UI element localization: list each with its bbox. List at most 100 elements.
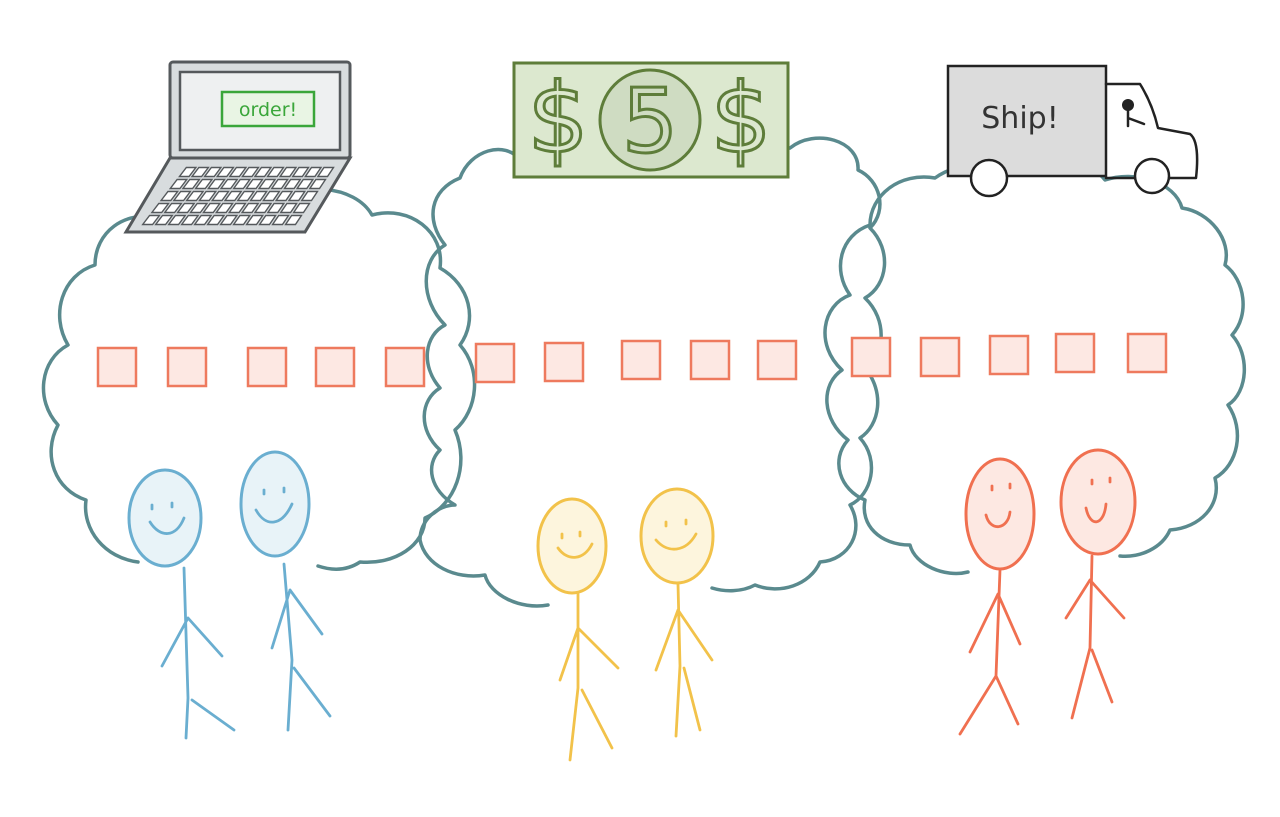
person <box>639 487 715 738</box>
keyboard-key <box>181 178 201 190</box>
keyboard-key <box>178 166 198 178</box>
keyboard-key <box>270 178 289 190</box>
keyboard-key <box>206 178 226 190</box>
people-shipping <box>958 448 1137 736</box>
keyboard-key <box>304 166 323 178</box>
task-block <box>474 342 516 384</box>
keyboard-key <box>287 190 307 202</box>
keyboard-key <box>203 166 223 178</box>
keyboard-key <box>219 214 239 226</box>
task-block <box>96 346 138 388</box>
keyboard-key <box>236 190 256 202</box>
money-icon: 5 $ $ <box>512 61 790 179</box>
task-block <box>988 334 1030 376</box>
keyboard-key <box>295 178 315 190</box>
keyboard-key <box>300 190 319 202</box>
keyboard-key <box>316 166 335 178</box>
keyboard-key <box>283 178 302 190</box>
task-block <box>689 339 731 381</box>
keyboard-key <box>279 202 298 214</box>
blocks-shipping <box>850 332 1168 378</box>
keyboard-key <box>210 190 230 202</box>
task-block <box>166 346 208 388</box>
keyboard-key <box>284 214 303 226</box>
person <box>1059 448 1137 720</box>
keyboard-key <box>262 190 281 202</box>
keyboard-key <box>257 178 277 190</box>
truck-wheel-front <box>1133 157 1171 195</box>
keyboard-key <box>150 202 170 214</box>
keyboard-key <box>245 214 265 226</box>
dollar-sign-left: $ <box>527 63 588 175</box>
keyboard-key <box>253 166 273 178</box>
laptop-icon: order! <box>123 60 353 234</box>
keyboard-key <box>141 214 161 226</box>
people-payment <box>536 487 715 762</box>
keyboard-key <box>193 214 213 226</box>
keyboard-key <box>249 190 268 202</box>
blocks-payment <box>474 339 798 384</box>
person <box>127 468 236 740</box>
keyboard-key <box>159 190 180 202</box>
keyboard-key <box>163 202 183 214</box>
keyboard-key <box>228 166 248 178</box>
keyboard-key <box>180 214 200 226</box>
keyboard-key <box>194 178 214 190</box>
task-block <box>850 336 892 378</box>
keyboard <box>141 166 335 226</box>
person <box>536 497 620 762</box>
bill-denomination: 5 <box>622 70 678 173</box>
keyboard-key <box>232 214 252 226</box>
person <box>958 457 1036 736</box>
keyboard-key <box>245 178 264 190</box>
task-block <box>246 346 288 388</box>
keyboard-key <box>278 166 298 178</box>
keyboard-key <box>215 166 235 178</box>
keyboard-key <box>219 178 239 190</box>
task-block <box>384 346 426 388</box>
truck-wheel-rear <box>969 158 1009 198</box>
task-block <box>919 336 961 378</box>
keyboard-key <box>266 166 285 178</box>
task-block <box>1054 332 1096 374</box>
keyboard-key <box>240 202 260 214</box>
keyboard-key <box>271 214 290 226</box>
keyboard-key <box>292 202 311 214</box>
truck-icon: Ship! <box>946 64 1199 198</box>
keyboard-key <box>202 202 222 214</box>
keyboard-key <box>232 178 252 190</box>
keyboard-key <box>291 166 310 178</box>
keyboard-key <box>176 202 196 214</box>
keyboard-key <box>274 190 294 202</box>
keyboard-key <box>172 190 192 202</box>
keyboard-key <box>206 214 226 226</box>
keyboard-key <box>214 202 234 214</box>
task-block <box>314 346 356 388</box>
keyboard-key <box>258 214 277 226</box>
keyboard-key <box>154 214 174 226</box>
keyboard-key <box>253 202 273 214</box>
people-ordering <box>127 450 332 740</box>
keyboard-key <box>227 202 247 214</box>
keyboard-key <box>167 214 187 226</box>
keyboard-key <box>189 202 209 214</box>
task-block <box>1126 332 1168 374</box>
task-block <box>620 339 662 381</box>
person <box>239 450 332 732</box>
order-button <box>220 90 316 128</box>
keyboard-key <box>308 178 327 190</box>
keyboard-key <box>266 202 286 214</box>
keyboard-key <box>223 190 243 202</box>
order-button-label: order! <box>239 99 297 121</box>
task-block <box>756 339 798 381</box>
task-block <box>543 341 585 383</box>
dollar-sign-right: $ <box>710 63 771 175</box>
truck-label: Ship! <box>981 101 1058 136</box>
keyboard-key <box>241 166 260 178</box>
keyboard-key <box>198 190 218 202</box>
keyboard-key <box>168 178 189 190</box>
keyboard-key <box>185 190 205 202</box>
keyboard-key <box>190 166 210 178</box>
blocks-ordering <box>96 346 426 388</box>
